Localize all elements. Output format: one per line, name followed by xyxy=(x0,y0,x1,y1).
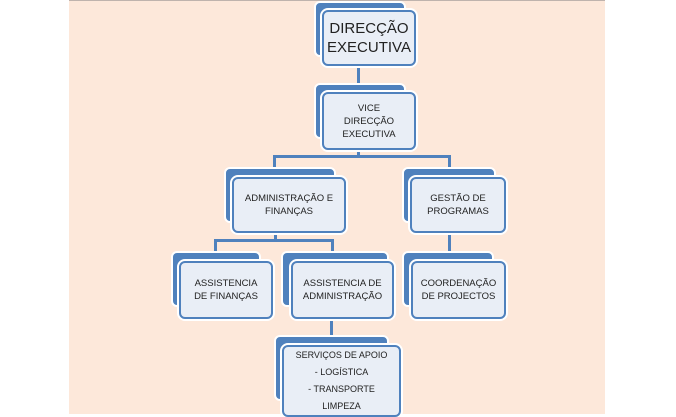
connector xyxy=(331,239,334,255)
node-label: ASSISTENCIA DE FINANÇAS xyxy=(179,261,273,319)
connector xyxy=(357,60,360,90)
node-item: LIMPEZA xyxy=(322,401,361,411)
node-label: COORDENAÇÃO DE PROJECTOS xyxy=(411,261,506,319)
node-label: ADMINISTRAÇÃO E FINANÇAS xyxy=(232,177,346,233)
node-label: VICE DIRECÇÃO EXECUTIVA xyxy=(322,92,416,150)
connector xyxy=(357,145,360,157)
node-item: - TRANSPORTE xyxy=(308,384,375,394)
connector xyxy=(448,228,451,255)
connector xyxy=(214,239,334,242)
connector xyxy=(330,312,333,339)
node-title: SERVIÇOS DE APOIO xyxy=(295,350,388,360)
connector xyxy=(273,155,276,171)
node-label: ASSISTENCIA DE ADMINISTRAÇÃO xyxy=(291,261,394,319)
node-item: - LOGÍSTICA xyxy=(314,367,369,377)
connector xyxy=(274,228,277,241)
connector xyxy=(448,155,451,171)
node-label: GESTÃO DE PROGRAMAS xyxy=(410,177,506,233)
node-label: DIRECÇÃO EXECUTIVA xyxy=(322,10,416,66)
connector xyxy=(273,155,451,158)
connector xyxy=(214,239,217,255)
